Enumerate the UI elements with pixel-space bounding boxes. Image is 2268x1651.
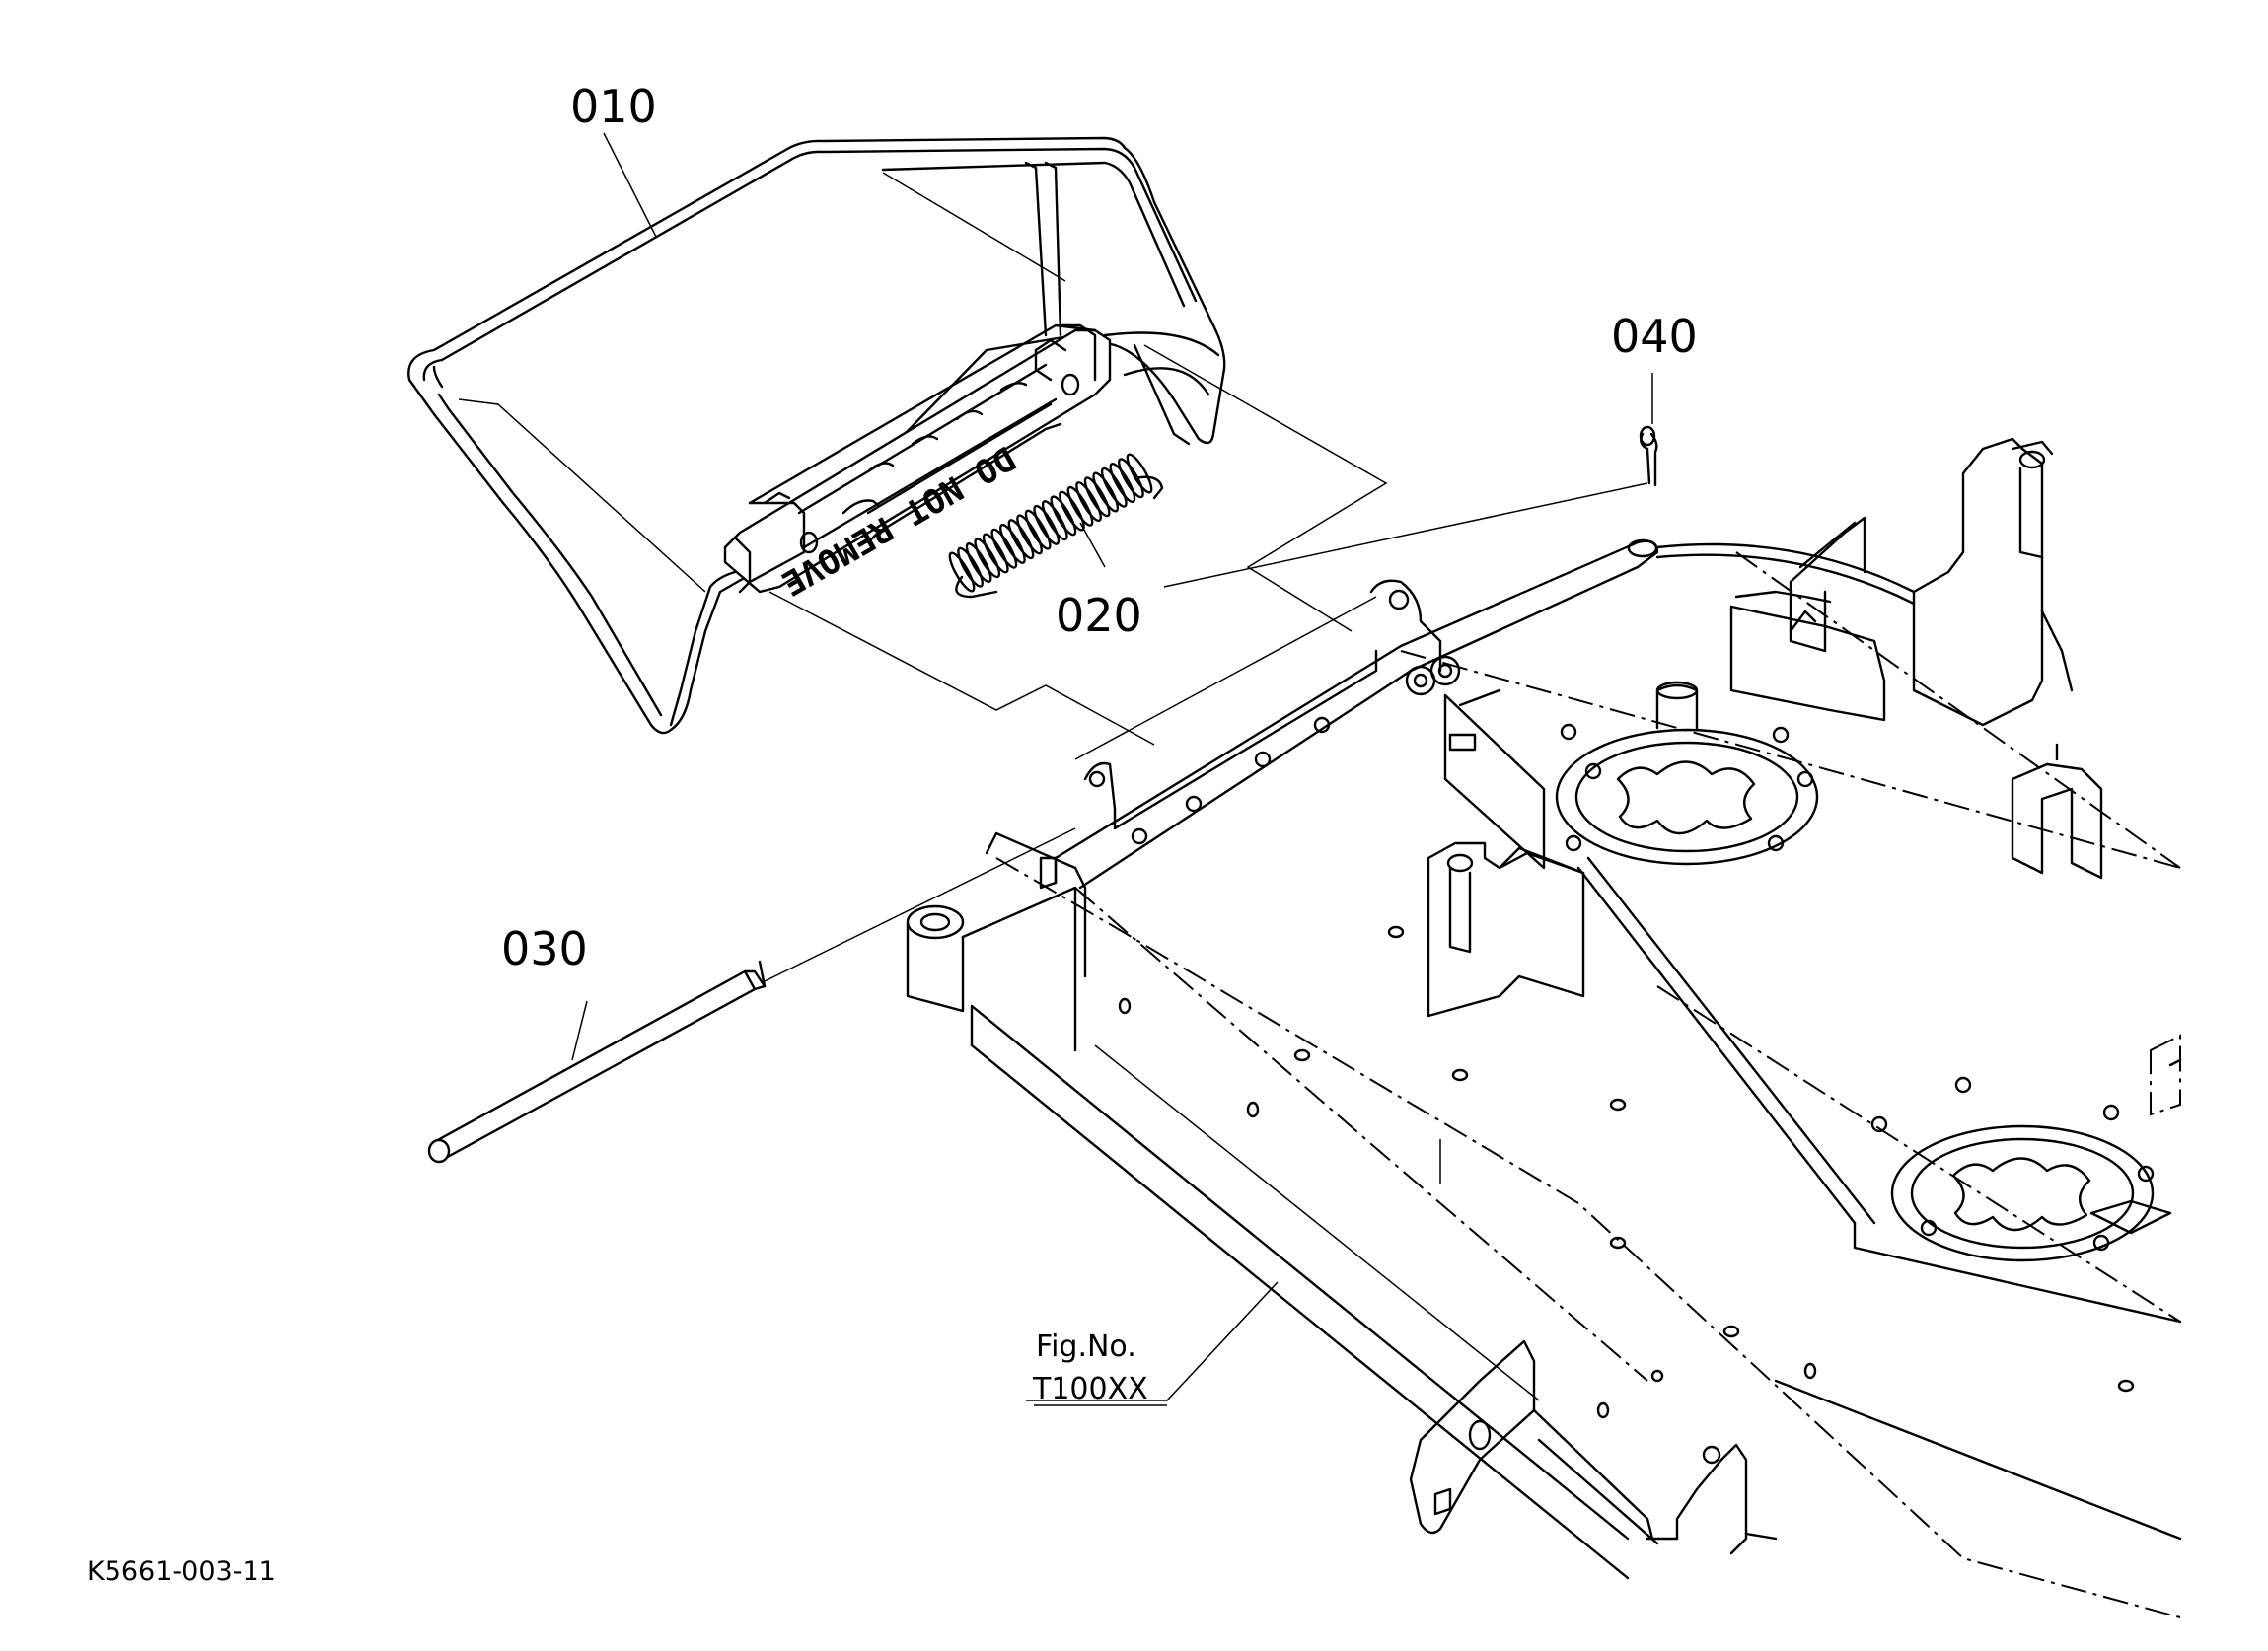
spring-coil	[990, 528, 1018, 569]
spring-coil	[965, 541, 992, 583]
spring-coil	[1083, 476, 1111, 518]
callout-040: 040	[1611, 310, 1698, 363]
cotter-pin	[1639, 425, 1658, 487]
callout-030: 030	[501, 922, 588, 975]
spring-coil	[1050, 495, 1077, 537]
leader-lines	[571, 132, 1653, 1406]
callout-010: 010	[570, 80, 657, 133]
spring-coil	[957, 546, 984, 588]
spring	[948, 453, 1164, 599]
spring-coil	[1033, 504, 1061, 545]
spring-coil	[1100, 467, 1128, 508]
hinge-pin	[427, 960, 767, 1164]
spring-coil	[974, 538, 1001, 579]
pivot-boss	[906, 831, 1077, 1052]
mower-deck	[906, 437, 2182, 1618]
spring-coil	[1066, 485, 1094, 527]
deck-bracket-lower-left	[1409, 1339, 1679, 1545]
spring-coil	[1059, 490, 1085, 532]
spring-coil	[1126, 453, 1153, 494]
deck-bracket-center	[1427, 841, 1585, 1018]
spring-coil	[948, 551, 976, 593]
spring-coil	[982, 533, 1009, 574]
spindle-housing-upper	[1555, 681, 1819, 866]
fig-ref-line1: Fig.No.	[1036, 1329, 1136, 1364]
hinge-bracket	[723, 323, 1112, 594]
spring-coil	[1024, 509, 1052, 550]
lift-arm	[1039, 538, 1916, 890]
spring-coil	[999, 523, 1026, 564]
spring-coil	[1041, 500, 1068, 541]
callout-020: 020	[1056, 589, 1142, 642]
spring-coil	[1007, 519, 1035, 560]
spring-coil	[1016, 514, 1043, 555]
spindle-housing-lower	[1870, 1076, 2172, 1262]
u-bracket	[2011, 743, 2103, 880]
drawing-code: K5661-003-11	[87, 1556, 276, 1587]
deck-bracket-lower-right	[1675, 1443, 1778, 1555]
fig-ref-line2: T100XX	[1032, 1372, 1148, 1406]
spring-coil	[1109, 463, 1136, 504]
deck-holes	[1118, 925, 2135, 1419]
spring-coil	[1118, 458, 1144, 499]
deck-bracket-right	[1729, 437, 2074, 727]
spring-coil	[1075, 481, 1102, 523]
spring-coil	[1092, 471, 1120, 513]
discharge-chute	[407, 136, 1388, 746]
